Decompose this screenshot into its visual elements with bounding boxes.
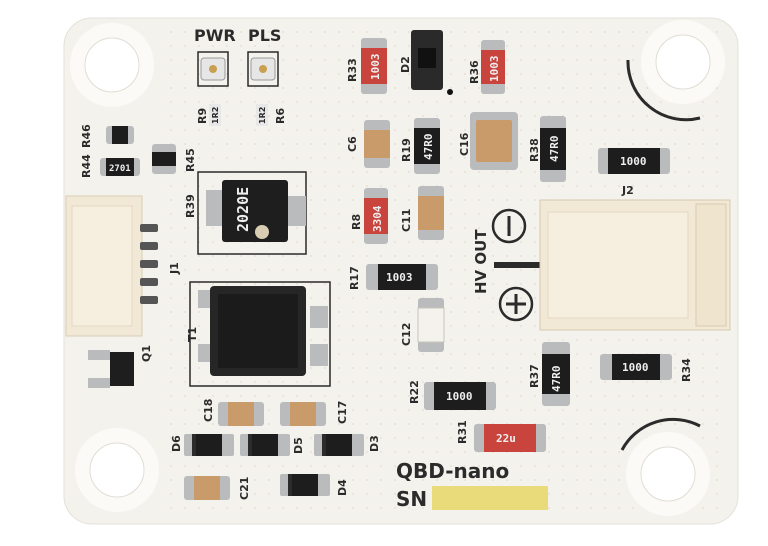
svg-text:C18: C18	[202, 399, 215, 422]
svg-text:R36: R36	[468, 60, 481, 84]
resistor-r22: 1000	[424, 382, 496, 410]
svg-text:47R0: 47R0	[550, 366, 563, 393]
diode-d3	[314, 434, 364, 456]
svg-text:47R0: 47R0	[548, 136, 561, 163]
capacitor-c18	[218, 402, 264, 426]
svg-text:Q1: Q1	[140, 345, 153, 362]
svg-text:R34: R34	[680, 358, 693, 382]
svg-text:22u: 22u	[496, 432, 516, 445]
svg-text:1R2: 1R2	[258, 107, 267, 124]
svg-text:R22: R22	[408, 380, 421, 404]
mounting-hole-top-right	[641, 20, 725, 104]
capacitor-c12	[417, 298, 445, 352]
svg-text:D2: D2	[399, 56, 412, 73]
svg-text:C12: C12	[400, 323, 413, 346]
capacitor-c16	[470, 112, 518, 170]
svg-text:R19: R19	[400, 138, 413, 162]
led-label-pls: PLS	[248, 26, 281, 45]
svg-text:R8: R8	[350, 214, 363, 230]
svg-text:1003: 1003	[488, 56, 501, 83]
svg-text:J2: J2	[621, 184, 634, 197]
svg-text:R33: R33	[346, 58, 359, 82]
diode-d2	[411, 30, 453, 95]
svg-text:1003: 1003	[386, 271, 413, 284]
svg-text:T1: T1	[186, 327, 199, 342]
led-pwr	[197, 51, 229, 87]
transformer-t1	[189, 281, 331, 387]
capacitor-c21	[184, 476, 230, 500]
svg-text:R9: R9	[196, 108, 209, 124]
svg-text:R31: R31	[456, 420, 469, 444]
led-pls	[247, 51, 279, 87]
resistor-r31: 22u	[474, 424, 546, 452]
svg-text:2020E: 2020E	[234, 187, 252, 232]
hv-out-label: HV OUT	[472, 229, 490, 294]
svg-text:R38: R38	[528, 138, 541, 162]
svg-text:C17: C17	[336, 401, 349, 424]
resistor-r17: 1003	[366, 264, 438, 290]
svg-text:R45: R45	[184, 148, 197, 172]
capacitor-c11	[418, 186, 444, 240]
resistor-r37: 47R0	[542, 342, 570, 406]
svg-text:D5: D5	[292, 437, 305, 454]
svg-text:C21: C21	[238, 477, 251, 500]
serial-number-field	[432, 486, 548, 510]
resistor-r38: 47R0	[540, 116, 566, 182]
minus-symbol	[491, 208, 527, 244]
trimmer-r39: 2020E	[197, 171, 307, 255]
diode-d5	[240, 434, 290, 456]
sn-label: SN	[396, 487, 427, 511]
capacitor-c6	[364, 120, 390, 168]
svg-text:1003: 1003	[369, 54, 382, 81]
resistor-r9: 1R2	[209, 104, 221, 126]
resistor-r19: 47R0	[414, 118, 440, 174]
resistor-r44: 2701	[100, 158, 140, 176]
mounting-hole-top-left	[70, 23, 154, 107]
svg-text:1000: 1000	[446, 390, 473, 403]
resistor-r45	[152, 144, 176, 174]
svg-text:R44: R44	[80, 154, 93, 178]
svg-text:C11: C11	[400, 209, 413, 232]
resistor-r8: 3304	[364, 188, 388, 244]
svg-text:J1: J1	[168, 262, 181, 275]
connector-j1	[65, 195, 158, 337]
svg-text:R46: R46	[80, 124, 93, 148]
svg-text:R17: R17	[348, 266, 361, 290]
svg-text:R6: R6	[274, 108, 287, 124]
plus-symbol	[498, 286, 534, 322]
svg-text:R39: R39	[184, 194, 197, 218]
resistor-r36: 1003	[481, 40, 505, 94]
mounting-hole-bottom-left	[75, 428, 159, 512]
svg-text:C16: C16	[458, 132, 471, 156]
resistor-r33: 1003	[361, 38, 387, 94]
svg-text:1R2: 1R2	[211, 107, 220, 124]
resistor-r46	[106, 126, 134, 144]
svg-text:D4: D4	[336, 479, 349, 496]
connector-hv-out	[539, 199, 731, 331]
led-label-pwr: PWR	[194, 26, 236, 45]
capacitor-c17	[280, 402, 326, 426]
resistor-r6: 1R2	[256, 104, 268, 126]
transistor-q1	[88, 350, 134, 388]
svg-text:D3: D3	[368, 435, 381, 452]
svg-text:C6: C6	[346, 136, 359, 152]
svg-text:3304: 3304	[371, 205, 384, 232]
svg-text:2701: 2701	[109, 164, 131, 174]
resistor-r34: 1000	[600, 354, 672, 380]
resistor-j2: 1000	[598, 148, 670, 174]
board-name: QBD-nano	[396, 459, 509, 483]
diode-d6	[184, 434, 234, 456]
svg-text:D6: D6	[170, 435, 183, 452]
mounting-hole-bottom-right	[626, 432, 710, 516]
svg-text:47R0: 47R0	[422, 134, 435, 161]
svg-text:1000: 1000	[620, 155, 647, 168]
diode-d4	[280, 474, 330, 496]
svg-text:1000: 1000	[622, 361, 649, 374]
svg-text:R37: R37	[528, 364, 541, 388]
